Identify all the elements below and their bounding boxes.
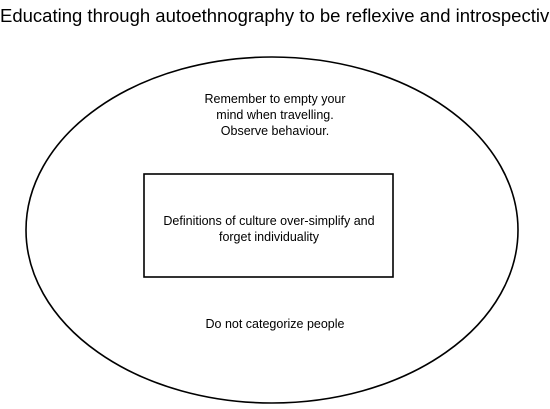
inner-box-text: Definitions of culture over-simplify and… — [148, 213, 390, 245]
outer-ellipse-line-2: mind when travelling. — [216, 108, 334, 122]
outer-ellipse-line-3: Observe behaviour. — [220, 124, 330, 138]
outer-ellipse-line-1: Remember to empty your — [204, 92, 346, 106]
bottom-note: Do not categorize people — [205, 317, 345, 331]
diagram-title: Educating through autoethnography to be … — [0, 5, 550, 26]
outer-ellipse — [25, 56, 519, 404]
inner-box-line-2: forget individuality — [218, 230, 320, 244]
inner-box-line-1: Definitions of culture over-simplify and — [163, 214, 375, 228]
inner-box — [143, 173, 394, 278]
outer-ellipse-text: Remember to empty your mind when travell… — [150, 91, 400, 139]
